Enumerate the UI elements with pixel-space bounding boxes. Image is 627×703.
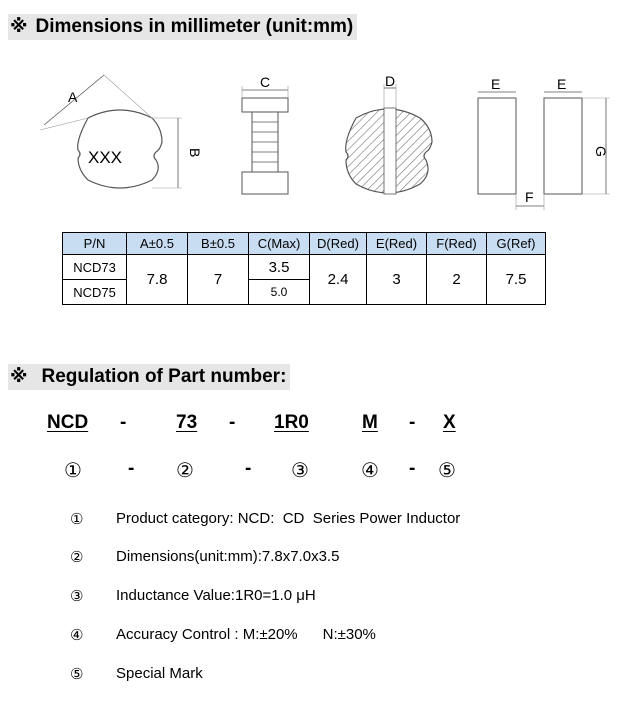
pn-separator: - — [245, 458, 252, 479]
part-number-example: NCD - 73 - 1R0 M - X — [0, 412, 627, 436]
cell-pn: NCD73 — [62, 254, 127, 280]
legend-item: ③ Inductance Value:1R0=1.0 μH — [0, 587, 627, 609]
header-pn: P/N — [62, 232, 127, 255]
cell-pn: NCD75 — [62, 279, 127, 305]
dimension-drawings: XXX A B C D — [39, 73, 610, 210]
legend-text: Inductance Value:1R0=1.0 μH — [116, 587, 316, 604]
label-d: D — [385, 73, 395, 89]
pn-separator: - — [409, 412, 416, 433]
cell-b: 7 — [187, 254, 249, 305]
legend-text: Special Mark — [116, 665, 203, 682]
cell-a: 7.8 — [126, 254, 188, 305]
label-b: B — [187, 148, 203, 157]
header-f: F(Red) — [426, 232, 487, 255]
index-5: ⑤ — [438, 458, 456, 482]
section-title-dimensions: ※ Dimensions in millimeter (unit:mm) — [8, 14, 358, 40]
section-title-regulation: ※ Regulation of Part number: — [8, 364, 291, 390]
index-2: ② — [176, 458, 194, 482]
legend-item: ⑤ Special Mark — [0, 665, 627, 687]
top-view-marking: XXX — [88, 148, 122, 167]
pn-part-category: NCD — [47, 412, 89, 433]
section-title-text: Dimensions in millimeter (unit:mm) — [35, 16, 354, 37]
legend-text: Dimensions(unit:mm):7.8x7.0x3.5 — [116, 548, 340, 565]
label-a: A — [68, 89, 78, 105]
reference-mark: ※ — [10, 366, 28, 387]
cell-g: 7.5 — [486, 254, 546, 305]
label-e-right: E — [557, 76, 566, 92]
legend-number: ② — [70, 548, 84, 566]
pn-part-inductance: 1R0 — [274, 412, 309, 433]
legend-item: ② Dimensions(unit:mm):7.8x7.0x3.5 — [0, 548, 627, 570]
pn-part-dimension: 73 — [176, 412, 198, 433]
label-g: G — [593, 146, 609, 157]
index-1: ① — [64, 458, 82, 482]
legend-text: Accuracy Control : M:±20% N:±30% — [116, 626, 376, 643]
dimensions-table: P/N A±0.5 B±0.5 C(Max) D(Red) E(Red) F(R… — [62, 232, 546, 305]
header-e: E(Red) — [366, 232, 427, 255]
pn-separator: - — [229, 412, 236, 433]
table-row: NCD73 7.8 7 3.5 2.4 3 2 7.5 — [62, 254, 546, 305]
index-4: ④ — [361, 458, 379, 482]
bottom-view-drawing: D — [345, 73, 433, 195]
pn-part-accuracy: M — [362, 412, 378, 433]
legend-item: ① Product category: NCD: CD Series Power… — [0, 510, 627, 532]
pn-separator: - — [409, 458, 416, 479]
reference-mark: ※ — [10, 16, 28, 37]
header-g: G(Ref) — [486, 232, 546, 255]
legend-number: ⑤ — [70, 665, 84, 683]
part-number-index: ① - ② - ③ ④ - ⑤ — [0, 458, 627, 482]
header-a: A±0.5 — [126, 232, 188, 255]
header-d: D(Red) — [309, 232, 367, 255]
pn-separator: - — [128, 458, 135, 479]
cell-f: 2 — [426, 254, 487, 305]
cell-e: 3 — [366, 254, 427, 305]
table-row: NCD75 5.0 — [62, 279, 546, 305]
top-view-drawing: XXX A B — [39, 74, 203, 189]
legend-number: ③ — [70, 587, 84, 605]
header-b: B±0.5 — [187, 232, 249, 255]
cell-c: 5.0 — [248, 279, 310, 305]
legend-number: ① — [70, 510, 84, 528]
pn-part-special: X — [443, 412, 456, 433]
legend-number: ④ — [70, 626, 84, 644]
cell-c: 3.5 — [248, 254, 310, 280]
side-view-drawing: C — [241, 74, 289, 195]
label-f: F — [525, 189, 534, 205]
legend-text: Product category: NCD: CD Series Power I… — [116, 510, 461, 527]
label-c: C — [260, 74, 270, 90]
legend-item: ④ Accuracy Control : M:±20% N:±30% — [0, 626, 627, 648]
label-e-left: E — [491, 76, 500, 92]
header-c: C(Max) — [248, 232, 310, 255]
cell-d: 2.4 — [309, 254, 367, 305]
table-header-row: P/N A±0.5 B±0.5 C(Max) D(Red) E(Red) F(R… — [62, 232, 546, 255]
pn-separator: - — [120, 412, 127, 433]
pad-layout-drawing: E E F G — [477, 76, 610, 210]
section-title-text: Regulation of Part number: — [41, 366, 287, 387]
index-3: ③ — [291, 458, 309, 482]
